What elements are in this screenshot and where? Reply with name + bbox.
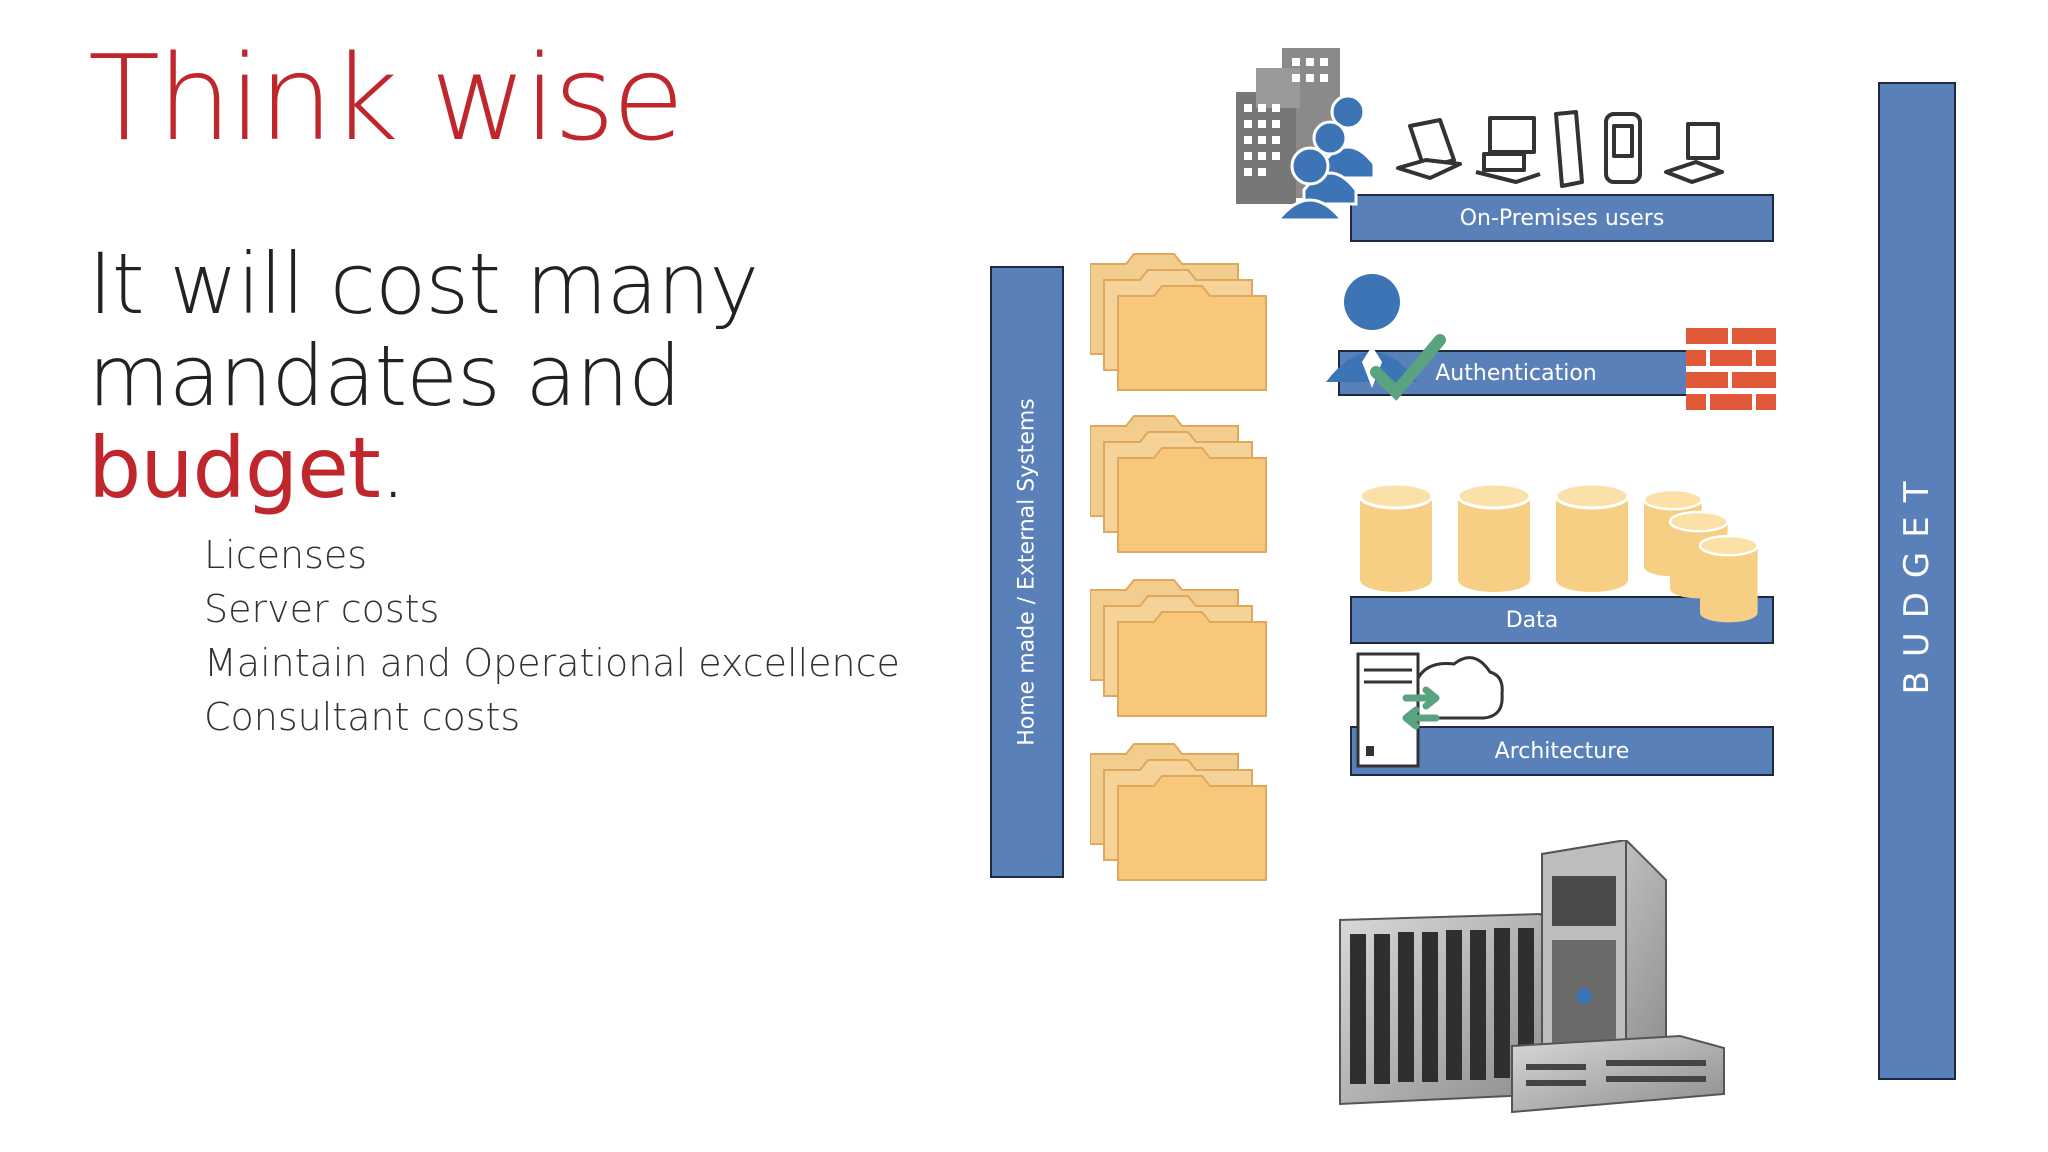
server-hardware-icon [1339, 840, 1725, 1114]
list-item: Consultant costs [204, 695, 521, 739]
lead-period: . [379, 419, 407, 517]
data-bar: Data [1350, 596, 1774, 644]
home-made-label: Home made / External Systems [1014, 398, 1040, 746]
user-check-icon [1326, 274, 1446, 401]
budget-bar: BUDGET [1878, 82, 1956, 1080]
firewall-icon [1686, 328, 1776, 410]
budget-label: BUDGET [1897, 467, 1937, 695]
authentication-label: Authentication [1435, 360, 1597, 386]
cost-list: Licenses Server costs Maintain and Opera… [204, 528, 900, 744]
slide-title: Think wise [88, 29, 685, 167]
list-item: Server costs [204, 587, 440, 631]
on-premises-bar: On-Premises users [1350, 194, 1774, 242]
architecture-bar: Architecture [1350, 726, 1774, 776]
lead-line-1: It will cost many [88, 235, 759, 333]
server-cloud-icon [1356, 652, 1504, 768]
architecture-label: Architecture [1494, 738, 1630, 764]
list-item: Licenses [204, 533, 368, 577]
data-label: Data [1505, 607, 1559, 633]
lead-line-2: mandates and [88, 327, 681, 425]
home-made-bar: Home made / External Systems [990, 266, 1064, 878]
on-premises-label: On-Premises users [1459, 205, 1665, 231]
users-icon [1274, 94, 1376, 222]
folders-icon [1090, 253, 1267, 881]
devices-icon [1396, 110, 1724, 188]
list-item: Maintain and Operational excellence [204, 641, 900, 685]
lead-line-3: budget. [88, 422, 758, 514]
lead-text: It will cost many mandates and budget. [88, 235, 759, 514]
database-icon [1360, 484, 1759, 624]
lead-accent-budget: budget [88, 419, 381, 517]
